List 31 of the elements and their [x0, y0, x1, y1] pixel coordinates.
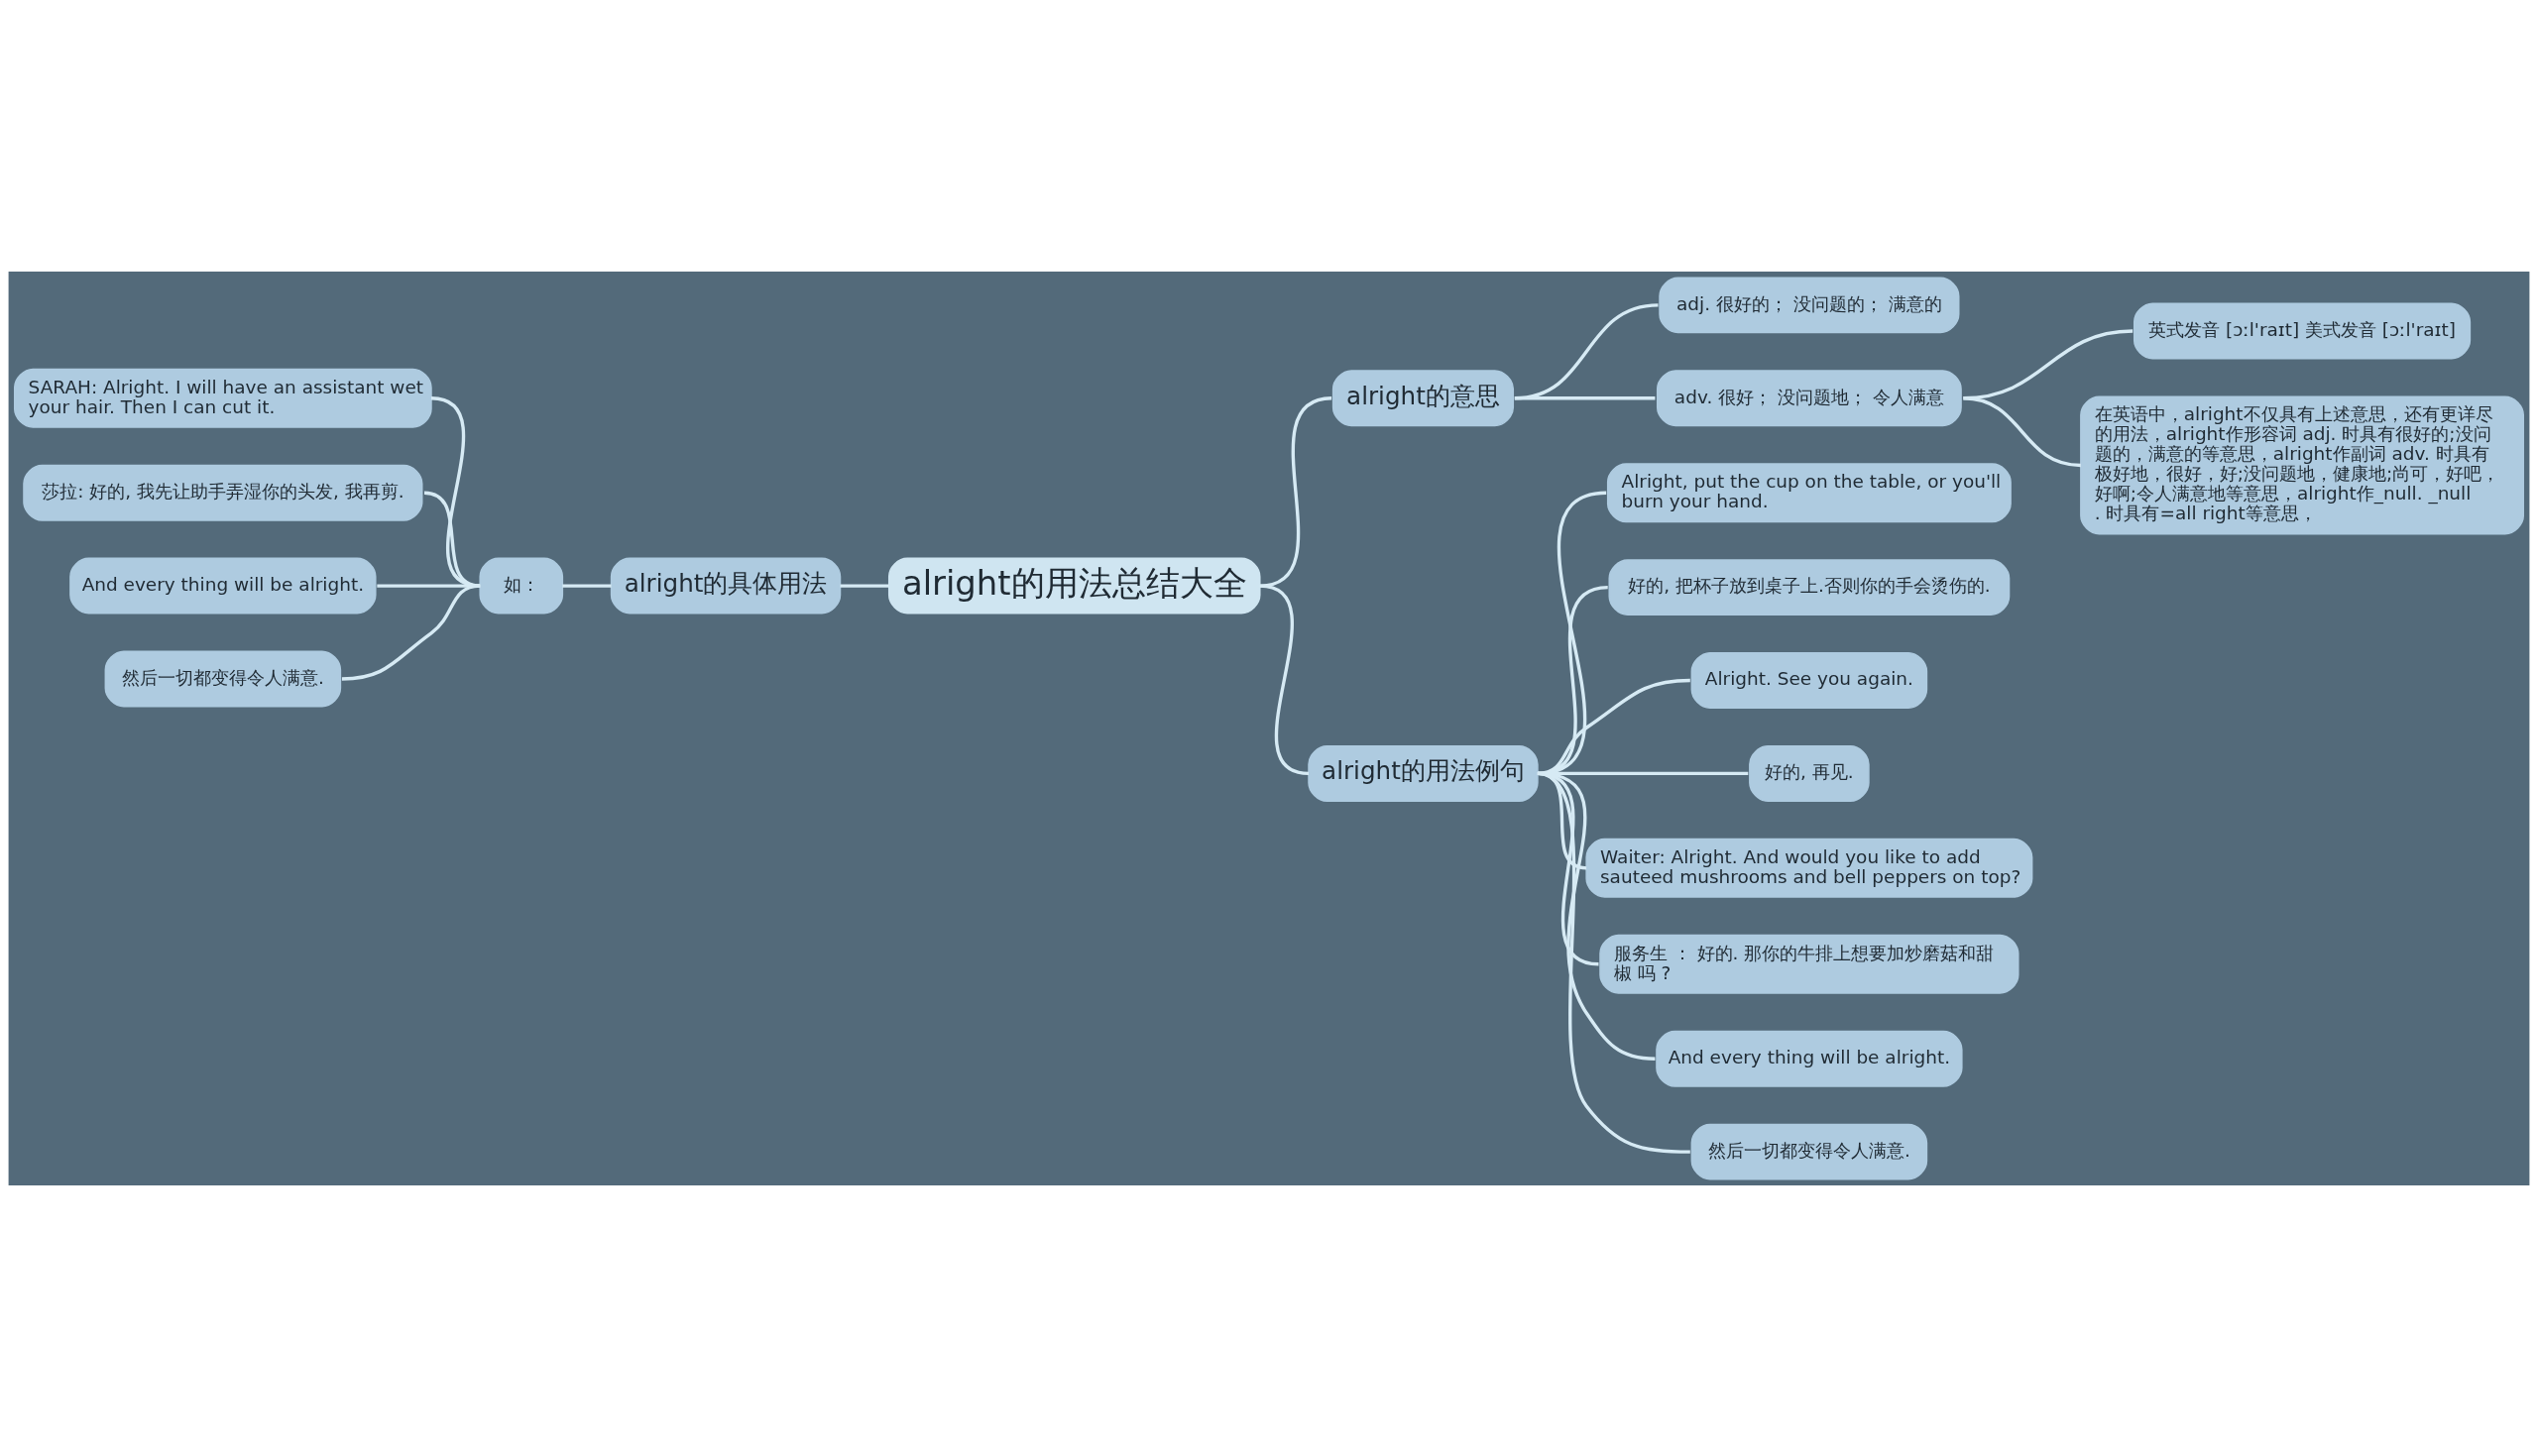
connector — [377, 583, 481, 588]
connector — [1963, 395, 2082, 467]
connector — [1259, 395, 1332, 588]
connector — [1259, 583, 1310, 775]
node-box: And every thing will be alright. — [1656, 1030, 1963, 1087]
node-box: Waiter: Alright. And would you like to add sauteed mushrooms and bell peppers on top? — [1585, 838, 2033, 898]
node-box: SARAH: Alright. I will have an assistant wet your hair. Then I can cut it. — [14, 368, 432, 428]
node-box: 然后一切都变得令人满意. — [1690, 1123, 1928, 1180]
node-box: Alright, put the cup on the table, or you'll burn your hand. — [1606, 462, 2012, 522]
node-box: alright的用法总结大全 — [887, 557, 1261, 615]
connector — [341, 583, 481, 681]
node-box: And every thing will be alright. — [69, 557, 377, 615]
node-box: adv. 很好； 没问题地； 令人满意 — [1656, 369, 1962, 426]
node-box: Alright. See you again. — [1690, 651, 1928, 709]
connector — [1537, 771, 1690, 1154]
connector — [1514, 395, 1656, 399]
node-box: 在英语中，alright不仅具有上述意思，还有更详尽的用法，alright作形容词 adj. 时具有很好的;没问题的，满意的等意思，alright作副词 adv. 时具有极好地，很好，好;没问题地，健康地;尚可，好吧，好啊;令人满意地等意思，alright作_null. _null. 时具有=all right等意思， — [2080, 394, 2524, 534]
node-box: 好的, 再见. — [1749, 744, 1870, 802]
node-box: adj. 很好的； 没问题的； 满意的 — [1659, 276, 1960, 333]
node-box: 好的, 把杯子放到桌子上.否则你的手会烫伤的. — [1608, 558, 2011, 616]
node-box: 英式发音 [ɔːl'raɪt] 美式发音 [ɔːl'raɪt] — [2133, 302, 2472, 359]
connector — [562, 583, 612, 588]
connector — [840, 583, 889, 588]
node-box: 如： — [479, 557, 564, 615]
node-box: alright的具体用法 — [610, 557, 842, 615]
node-box: 莎拉: 好的, 我先让助手弄湿你的头发, 我再剪. — [23, 464, 423, 521]
node-box: 然后一切都变得令人满意. — [104, 650, 342, 707]
node-box: alright的用法例句 — [1308, 744, 1539, 802]
node-box: 服务生 ： 好的. 那你的牛排上想要加炒磨菇和甜椒 吗 ? — [1599, 934, 2019, 994]
node-box: alright的意思 — [1331, 369, 1515, 426]
connector — [1514, 302, 1659, 399]
